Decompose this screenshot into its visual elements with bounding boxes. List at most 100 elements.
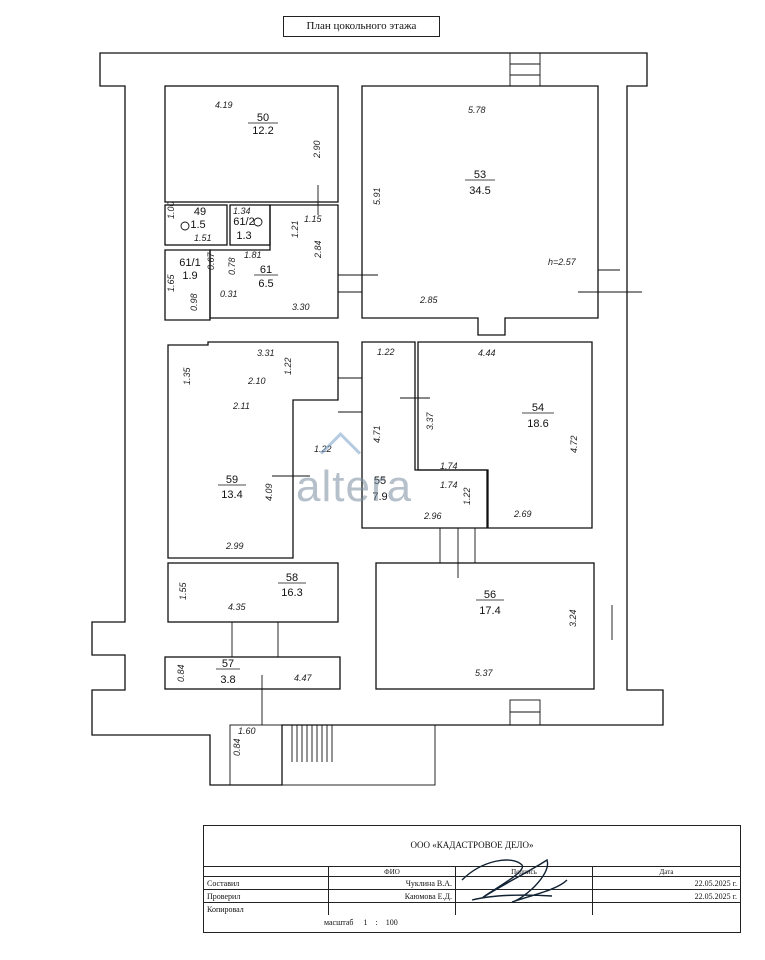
header-fio: ФИО: [328, 866, 456, 877]
room-area: 16.3: [281, 587, 302, 599]
scale-separator: :: [375, 918, 378, 927]
dimension: 0.67: [206, 251, 216, 270]
room-num: 61/2: [233, 216, 254, 228]
room-num: 53: [474, 169, 486, 181]
room-area: 1.9: [182, 270, 197, 282]
room-57: [164, 656, 341, 690]
date: 22.05.2025 г.: [592, 889, 740, 903]
dimension: 2.10: [247, 376, 266, 386]
room-area: 13.4: [221, 489, 242, 501]
table-row: Проверил Каюмова Е.Д. 22.05.2025 г.: [204, 889, 740, 903]
dimension: 3.30: [292, 302, 310, 312]
room-49: [164, 204, 228, 246]
dimension: 4.44: [478, 348, 496, 358]
room-53: [361, 85, 599, 336]
scale-label: масштаб: [324, 918, 354, 927]
outer-wall: [91, 52, 664, 786]
dimension: 3.37: [425, 411, 435, 430]
signature-icon: [461, 858, 568, 903]
dimension: 1.00: [166, 201, 176, 219]
room-num: 61: [260, 264, 272, 276]
dimension: 2.84: [313, 240, 323, 259]
header-date: Дата: [592, 866, 740, 877]
dimension: 1.35: [182, 366, 192, 385]
scale-numerator: 1: [363, 918, 368, 927]
dimension: 1.60: [238, 726, 256, 736]
dimension: 0.84: [176, 664, 186, 682]
scale-denominator: 100: [385, 918, 398, 927]
dimension: 1.74: [440, 480, 458, 490]
role: Составил: [204, 876, 329, 890]
person-name: Каюмова Е.Д.: [328, 889, 456, 903]
dimension: 1.74: [440, 461, 458, 471]
room-area: 3.8: [220, 674, 235, 686]
dimension: 2.96: [423, 511, 442, 521]
title-block: ООО «КАДАСТРОВОЕ ДЕЛО» ФИО Подпись Дата …: [203, 825, 741, 933]
room-num: 50: [257, 112, 269, 124]
dimension: 1.81: [244, 250, 262, 260]
dimension: 3.31: [257, 348, 275, 358]
dimension: 2.85: [419, 295, 439, 305]
dimension: 5.37: [475, 668, 494, 678]
dimension: 1.34: [233, 206, 251, 216]
organization-name: ООО «КАДАСТРОВОЕ ДЕЛО»: [410, 840, 534, 850]
stairs-bottom: [229, 699, 541, 786]
dimension: 4.71: [372, 425, 382, 443]
room-labels: 50 12.2 53 34.5 49 1.5 61/2 1.3 61/1 1.9…: [179, 112, 554, 686]
dimension: 1.55: [178, 581, 188, 600]
dimension: 4.19: [215, 100, 233, 110]
dimension: 0.31: [220, 289, 238, 299]
scale: масштаб 1 : 100: [324, 918, 398, 927]
room-61: [209, 204, 339, 319]
dimension: h=2.57: [548, 257, 577, 267]
room-num: 56: [484, 589, 496, 601]
room-num: 57: [222, 658, 234, 670]
table-header: ФИО Подпись Дата: [204, 866, 740, 877]
room-area: 6.5: [258, 278, 273, 290]
dimension: 4.35: [228, 602, 247, 612]
dimension: 2.90: [312, 140, 322, 159]
room-55: [361, 341, 488, 529]
dimension: 2.11: [232, 401, 250, 411]
dimension: 1.22: [314, 444, 332, 454]
dimension: 1.22: [377, 347, 395, 357]
room-area: 34.5: [469, 185, 490, 197]
room-58: [167, 562, 339, 623]
dimension: 5.91: [372, 187, 382, 205]
watermark: altera: [296, 462, 413, 511]
dimension: 2.99: [225, 541, 244, 551]
dimension: 1.21: [290, 220, 300, 238]
header-sign: Подпись: [455, 866, 593, 877]
dimension: 0.78: [227, 257, 237, 275]
dimensions: 4.19 2.90 5.78 5.91 h=2.57 2.85 1.00 1.5…: [166, 100, 579, 756]
dimension: 1.22: [283, 357, 293, 375]
person-name: Чуклина В.А.: [328, 876, 456, 890]
room-num: 61/1: [179, 257, 200, 269]
room-area: 17.4: [479, 605, 500, 617]
table-row: Составил Чуклина В.А. 22.05.2025 г.: [204, 876, 740, 890]
room-num: 55: [374, 475, 386, 487]
signatures-table: ФИО Подпись Дата Составил Чуклина В.А. 2…: [204, 866, 740, 915]
room-num: 59: [226, 474, 238, 486]
table-row: Копировал: [204, 902, 740, 915]
room-num: 49: [194, 206, 206, 218]
room-area: 18.6: [527, 418, 548, 430]
room-num: 54: [532, 402, 544, 414]
dimension: 2.69: [513, 509, 532, 519]
dimension: 1.65: [166, 273, 176, 292]
stairs-top: [509, 52, 541, 87]
room-area: 12.2: [252, 125, 273, 137]
room-area: 1.5: [190, 219, 205, 231]
room-num: 58: [286, 572, 298, 584]
room-54: [417, 341, 593, 529]
plan-details: [180, 185, 642, 725]
role: Копировал: [204, 902, 329, 915]
role: Проверил: [204, 889, 329, 903]
dimension: 0.98: [189, 293, 199, 311]
dimension: 1.51: [194, 233, 212, 243]
dimension: 4.09: [264, 483, 274, 501]
room-56: [375, 562, 595, 690]
room-area: 7.9: [372, 491, 387, 503]
date: 22.05.2025 г.: [592, 876, 740, 890]
